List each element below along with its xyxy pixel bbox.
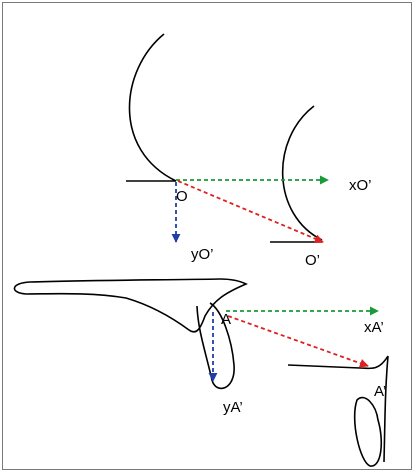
- diagram-frame: [2, 2, 412, 470]
- condyle-outline-original: [126, 33, 177, 182]
- label-origin: O: [176, 188, 188, 205]
- label-y-origin: yO’: [191, 246, 214, 263]
- condyle-outline-displaced: [270, 105, 323, 243]
- diagonal-displacement-arrow-a: [227, 315, 369, 368]
- label-origin-prime: O’: [305, 252, 320, 269]
- bone-outline-displaced: [287, 355, 389, 467]
- label-x-origin: xO’: [349, 177, 372, 194]
- diagonal-displacement-arrow-o: [177, 180, 324, 244]
- bone-outline-original: [13, 278, 248, 390]
- label-point-a: A: [221, 311, 231, 328]
- label-point-a-prime: A’: [374, 383, 386, 400]
- label-y-a: yA’: [223, 399, 243, 416]
- label-x-a: xA’: [364, 319, 384, 336]
